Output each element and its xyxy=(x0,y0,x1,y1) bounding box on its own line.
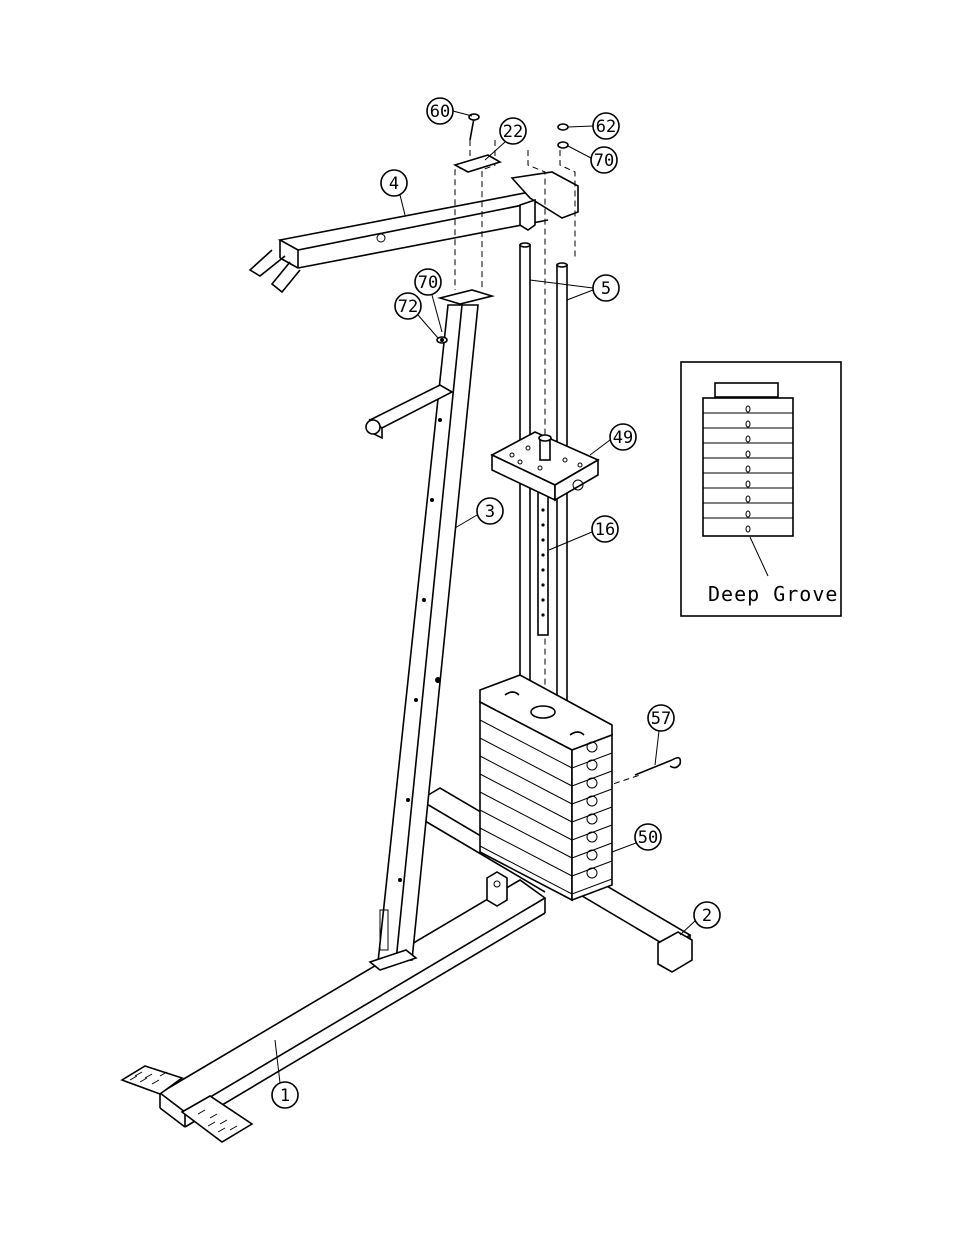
callout-1-label: 1 xyxy=(280,1086,290,1106)
callout-50-label: 50 xyxy=(638,828,658,848)
callout-57-label: 57 xyxy=(651,709,671,729)
base-bracket xyxy=(487,872,507,906)
callout-5: 5 xyxy=(530,275,619,301)
selector-stem xyxy=(538,490,548,635)
inset-detail-box: Deep Grove xyxy=(681,362,841,616)
callout-4-label: 4 xyxy=(389,174,399,194)
callout-62-label: 62 xyxy=(596,117,616,137)
callout-60: 60 xyxy=(427,98,472,124)
callout-50: 50 xyxy=(612,824,661,852)
hardware-62-bolt xyxy=(558,124,568,130)
callouts: 60 22 62 70 4 5 xyxy=(272,98,720,1108)
hardware-72-nut xyxy=(437,337,447,343)
callout-2-label: 2 xyxy=(702,906,712,926)
callout-72-label: 72 xyxy=(398,297,418,317)
callout-16-label: 16 xyxy=(595,520,615,540)
top-plate xyxy=(492,432,598,500)
callout-70-mid-label: 70 xyxy=(418,273,438,293)
inset-caption: Deep Grove xyxy=(708,582,838,606)
base-front-rail xyxy=(160,880,545,1127)
weight-stack xyxy=(480,675,612,900)
callout-60-label: 60 xyxy=(430,102,450,122)
callout-49: 49 xyxy=(590,424,636,455)
callout-3: 3 xyxy=(455,498,503,528)
inset-weight-plates xyxy=(703,398,793,536)
callout-3-label: 3 xyxy=(485,502,495,522)
callout-2: 2 xyxy=(680,902,720,935)
hardware-22-plate xyxy=(455,155,500,172)
callout-4: 4 xyxy=(381,170,407,215)
callout-70-top: 70 xyxy=(568,146,617,173)
callout-22-label: 22 xyxy=(503,122,523,142)
callout-22: 22 xyxy=(485,118,526,160)
selector-pin xyxy=(635,758,680,775)
callout-5-label: 5 xyxy=(601,279,611,299)
callout-72: 72 xyxy=(395,293,438,338)
callout-62: 62 xyxy=(568,113,619,139)
callout-49-label: 49 xyxy=(613,428,633,448)
callout-57: 57 xyxy=(648,705,674,765)
callout-70-top-label: 70 xyxy=(594,151,614,171)
hardware-70-washer xyxy=(558,142,568,148)
hardware-60-bolt xyxy=(469,114,479,140)
